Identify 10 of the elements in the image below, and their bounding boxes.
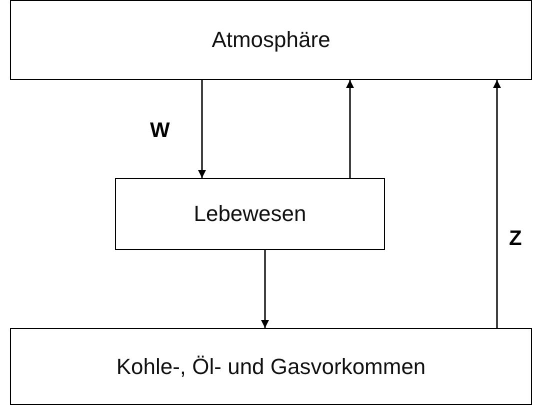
arrow bbox=[346, 80, 354, 178]
arrow bbox=[198, 80, 206, 178]
box-label: Lebewesen bbox=[194, 201, 306, 227]
process-box bbox=[10, 328, 532, 405]
process-box bbox=[10, 0, 532, 80]
box-label: Kohle-, Öl- und Gasvorkommen bbox=[116, 354, 426, 380]
arrow bbox=[493, 80, 501, 328]
arrow bbox=[261, 250, 269, 328]
box-label: Atmosphäre bbox=[212, 27, 330, 53]
process-box bbox=[115, 178, 385, 250]
